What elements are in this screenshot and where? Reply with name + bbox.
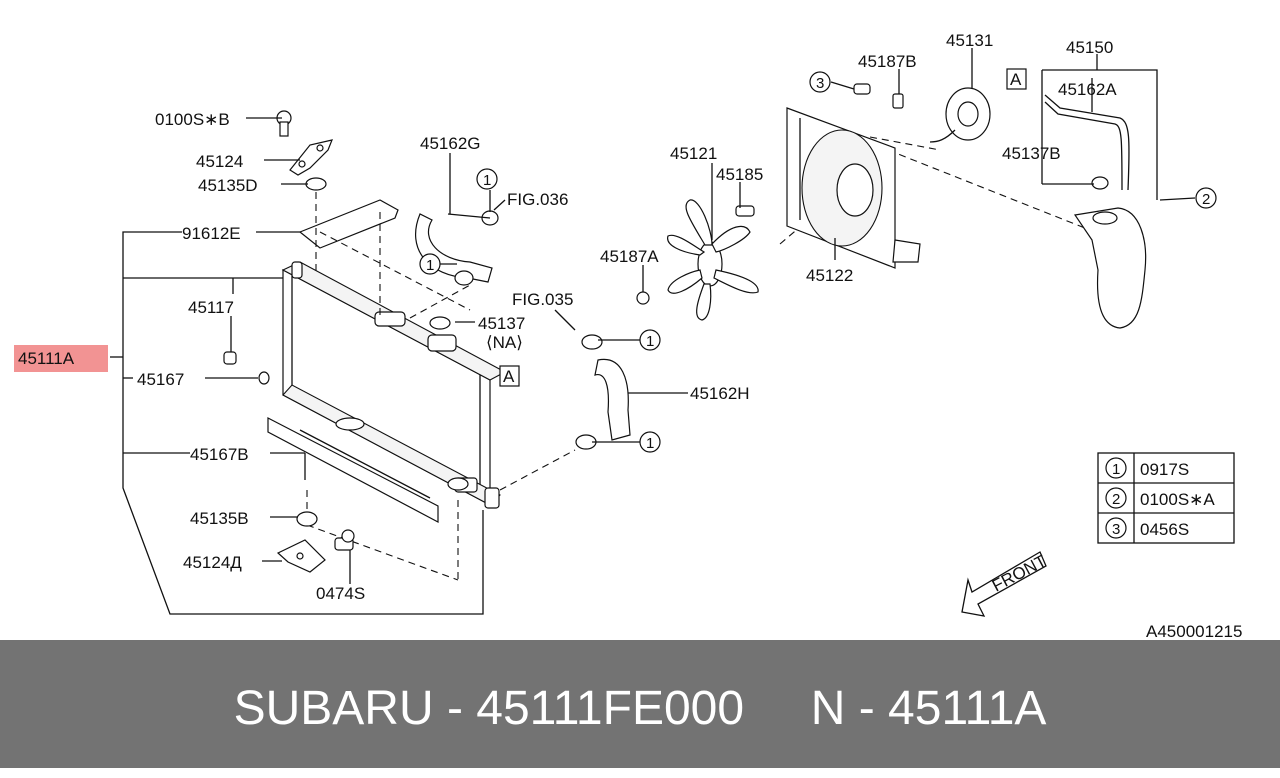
label-45135d: 45135D: [198, 176, 258, 195]
svg-text:A: A: [1010, 70, 1022, 89]
label-na: ⟨NA⟩: [486, 333, 523, 352]
legend-row: 2 0100S∗A: [1105, 487, 1215, 509]
svg-text:1: 1: [646, 333, 654, 350]
label-45117: 45117: [188, 298, 234, 317]
label-45187a: 45187A: [600, 247, 659, 266]
cap-45137: [429, 316, 451, 330]
reservoir-tank-45150: [1044, 94, 1147, 329]
label-45131: 45131: [946, 31, 993, 50]
label-0474s: 0474S: [316, 584, 365, 603]
fan-45121: [667, 199, 759, 321]
o-ring-45167: [258, 371, 270, 385]
svg-text:2: 2: [1112, 491, 1120, 508]
assembly-bracket: [110, 231, 484, 615]
air-guide-91612e: [298, 199, 399, 318]
label-45111a: 45111A: [18, 349, 75, 368]
bolt-0474s: [334, 529, 355, 551]
svg-text:1: 1: [646, 435, 654, 452]
nut-45187a: [636, 291, 650, 305]
callout-1-d: 1: [639, 431, 661, 453]
label-45162h: 45162H: [690, 384, 750, 403]
cushion-45135d: [305, 177, 327, 191]
label-45124d: 45124Д: [183, 553, 242, 572]
label-45137b: 45137B: [1002, 144, 1061, 163]
svg-text:1: 1: [1112, 461, 1120, 478]
label-45135b: 45135B: [190, 509, 249, 528]
svg-text:0456S: 0456S: [1140, 520, 1189, 539]
svg-text:3: 3: [1112, 521, 1120, 538]
label-45122: 45122: [806, 266, 853, 285]
svg-text:A: A: [503, 367, 515, 386]
parts-diagram: 0100S∗B 45124 45135D 91612E 45117 45111A…: [14, 31, 1242, 640]
svg-text:0917S: 0917S: [1140, 460, 1189, 479]
label-fig035: FIG.035: [512, 290, 573, 309]
title-bar: SUBARU - 45111FE000 N - 45111A: [0, 640, 1280, 768]
legend-row: 3 0456S: [1105, 517, 1189, 539]
front-arrow: [961, 551, 1047, 617]
reference-a-box-2: A: [1006, 68, 1027, 90]
label-45162a: 45162A: [1058, 80, 1117, 99]
leader-lines: [205, 48, 1196, 584]
highlight-45111a: [14, 345, 108, 372]
legend-row: 1 0917S: [1105, 457, 1189, 479]
bolt-0100sb: [276, 110, 292, 137]
label-45185: 45185: [716, 165, 763, 184]
label-45167b: 45167B: [190, 445, 249, 464]
cushion-45135b: [296, 511, 318, 527]
legend-table: 1 0917S 2 0100S∗A 3 0456S: [1097, 452, 1235, 544]
callout-1-c: 1: [639, 329, 661, 351]
label-45187b: 45187B: [858, 52, 917, 71]
reference-a-box-1: A: [499, 365, 520, 387]
lower-hose-45162h: [575, 334, 631, 450]
label-45150: 45150: [1066, 38, 1113, 57]
reference-number: A450001215: [1146, 622, 1242, 640]
drain-plug-45117: [223, 351, 237, 365]
callout-3: 3: [809, 71, 831, 93]
label-45137: 45137: [478, 314, 525, 333]
callout-1-a: 1: [476, 168, 498, 190]
bracket-45124d: [276, 539, 326, 573]
radiator: [281, 261, 507, 509]
air-guide-45167b: [267, 417, 439, 523]
label-45162g: 45162G: [420, 134, 481, 153]
label-91612e: 91612E: [182, 224, 241, 243]
svg-text:1: 1: [483, 172, 491, 189]
callout-2: 2: [1195, 187, 1217, 209]
label-45121: 45121: [670, 144, 717, 163]
bolt-45187b: [853, 83, 904, 109]
svg-text:3: 3: [816, 75, 824, 92]
svg-text:1: 1: [426, 257, 434, 274]
part-title: SUBARU - 45111FE000 N - 45111A: [233, 682, 1047, 735]
label-fig036: FIG.036: [507, 190, 568, 209]
svg-text:2: 2: [1202, 191, 1210, 208]
svg-text:0100S∗A: 0100S∗A: [1140, 490, 1215, 509]
callout-1-b: 1: [419, 253, 441, 275]
front-label: FRONT: [989, 551, 1050, 595]
part-labels: 0100S∗B 45124 45135D 91612E 45117 45111A…: [18, 31, 1117, 603]
fan-shroud-45122: [786, 107, 921, 269]
bolt-45185: [735, 205, 755, 217]
motor-45131: [929, 87, 991, 143]
label-0100sb: 0100S∗B: [155, 110, 230, 129]
label-45124: 45124: [196, 152, 243, 171]
bracket-45124: [289, 139, 333, 176]
label-45167: 45167: [137, 370, 184, 389]
